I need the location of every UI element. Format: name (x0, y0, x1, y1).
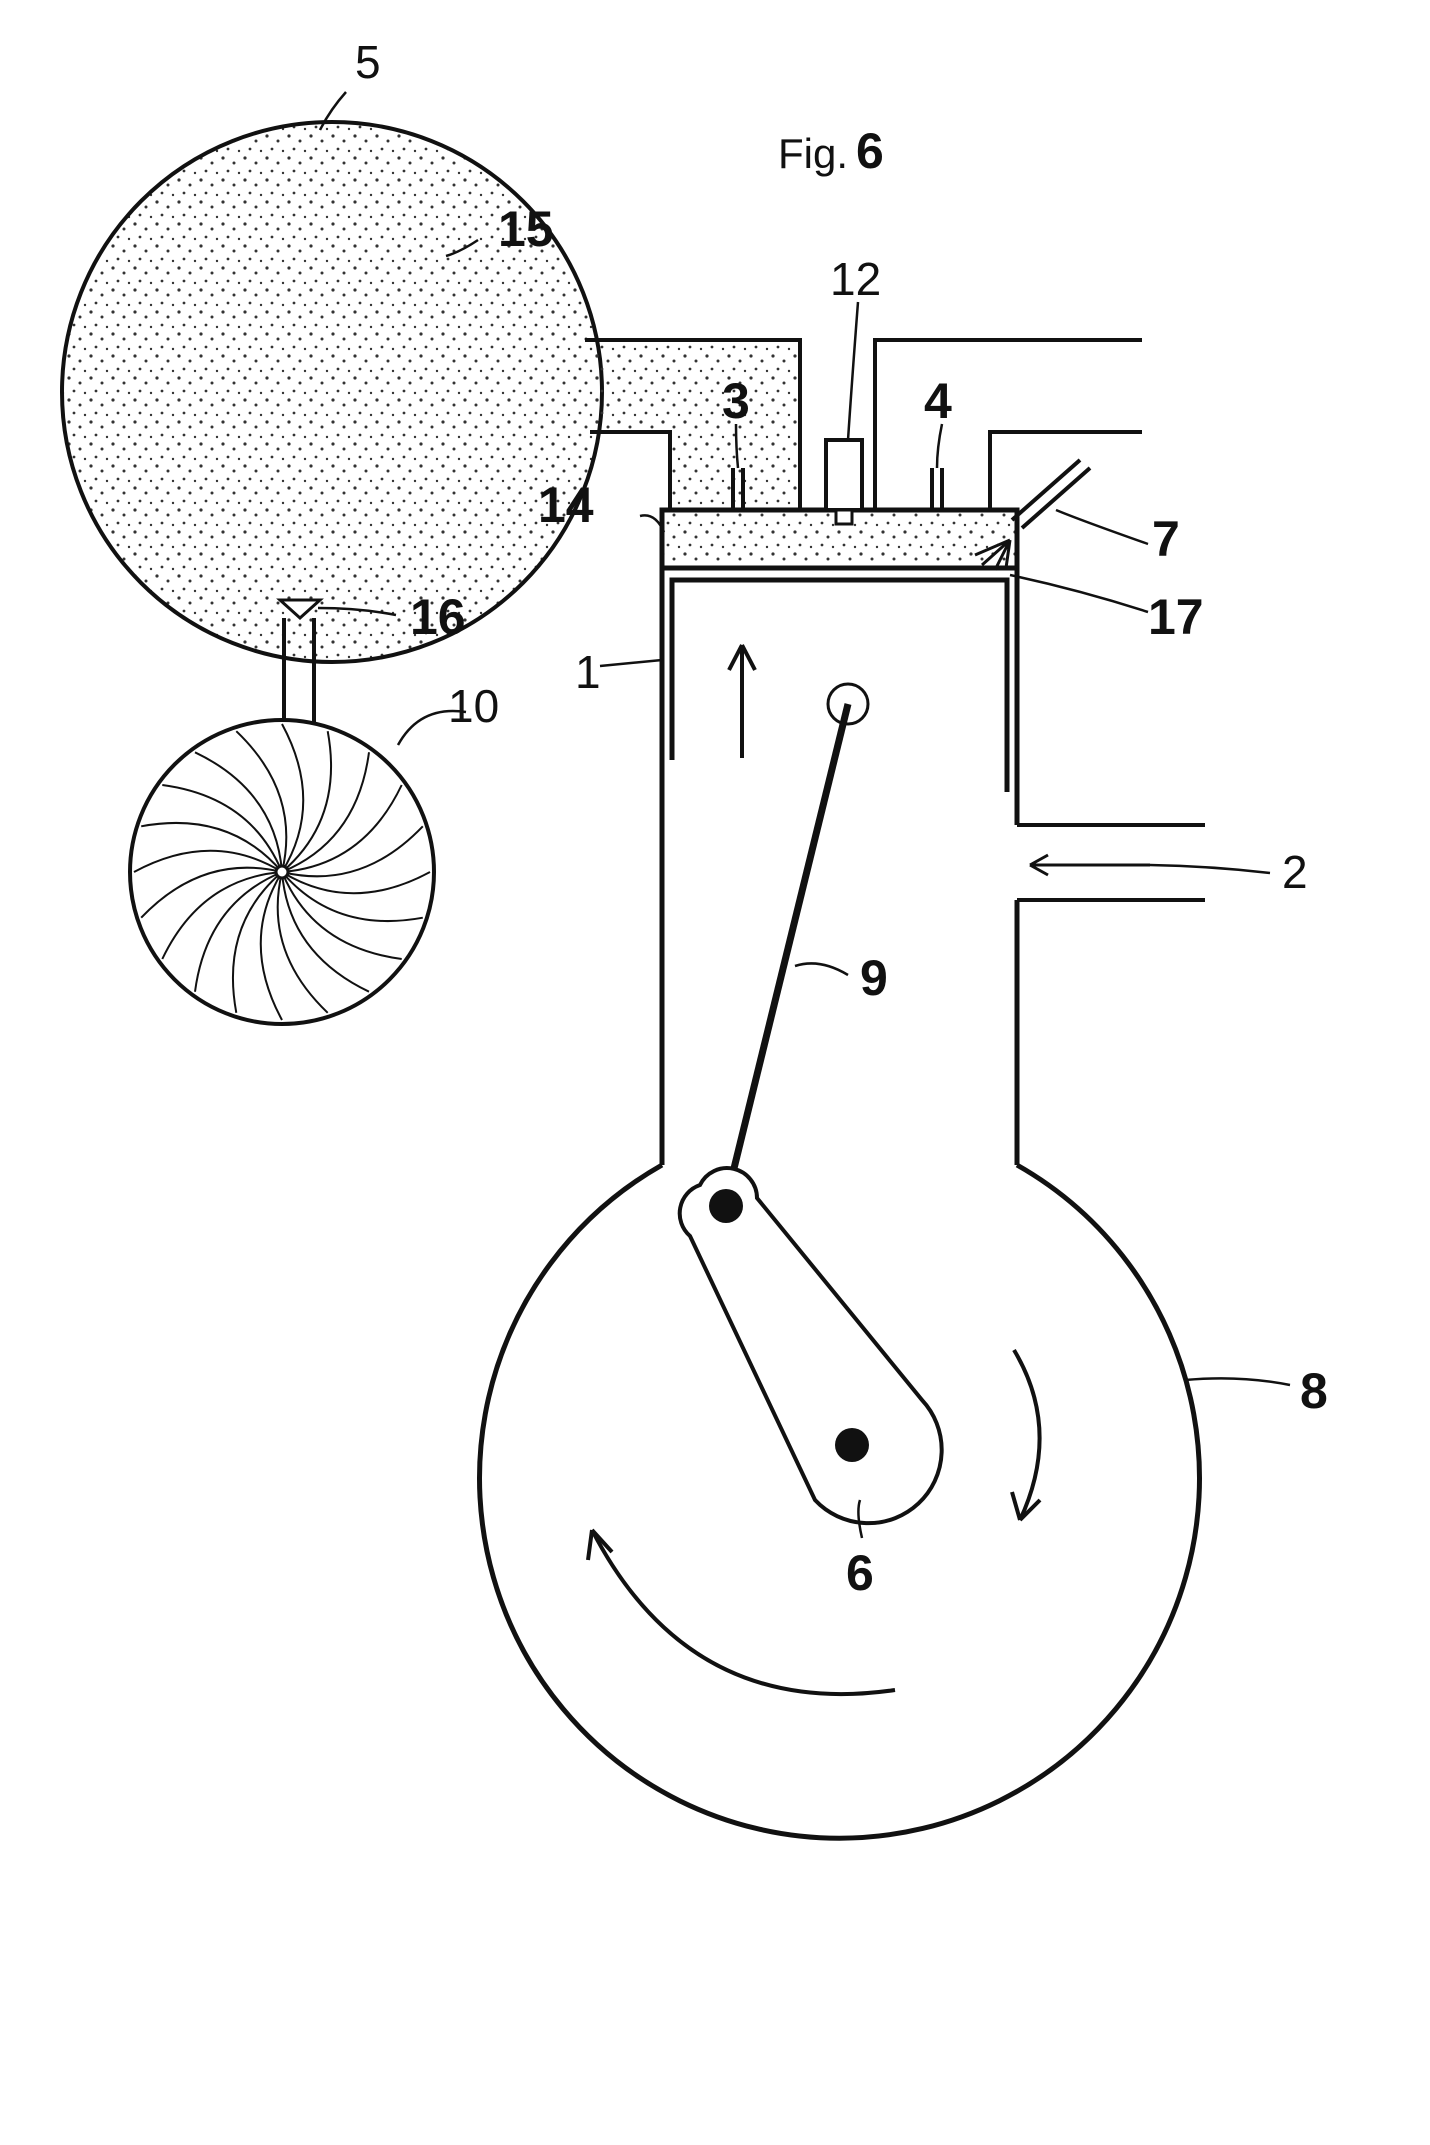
figure-title-prefix: Fig. (778, 130, 848, 177)
injector (824, 438, 864, 526)
label-6: 6 (846, 1545, 874, 1601)
turbine-blade (281, 752, 370, 873)
leader-4 (935, 423, 944, 469)
leader-3 (734, 423, 740, 469)
turbine-blade (281, 723, 305, 873)
exhaust-ducting (873, 338, 1142, 510)
leader-2 (1149, 863, 1271, 875)
piston (669, 577, 1010, 792)
label-4: 4 (924, 373, 952, 429)
label-1: 1 (575, 646, 601, 698)
leader-8 (1184, 1377, 1291, 1387)
label-10: 10 (448, 680, 499, 732)
turbine-blade (281, 871, 370, 993)
spark (974, 538, 1012, 571)
label-12: 12 (830, 253, 881, 305)
label-16: 16 (410, 589, 466, 645)
turbine-blade (194, 751, 283, 873)
leader-15 (445, 238, 479, 258)
turbine-blade (133, 849, 283, 873)
label-15: 15 (498, 201, 554, 257)
rotation-arrow-right (1010, 1348, 1042, 1522)
cylinder (659, 568, 1020, 1165)
turbine-blade (141, 821, 283, 873)
transfer-duct (585, 338, 802, 510)
leader-5 (318, 91, 347, 131)
turbine-feed-pipe (282, 618, 316, 728)
leader-17 (1009, 573, 1149, 614)
turbine (128, 718, 436, 1026)
turbine-blade (259, 871, 283, 1021)
turbine-blade (281, 871, 431, 895)
label-17: 17 (1148, 589, 1204, 645)
valve-4 (930, 468, 944, 510)
reference-labels: 5 15 12 3 4 14 7 17 16 10 1 2 9 8 6 (355, 36, 1328, 1601)
turbine-blade (235, 730, 288, 873)
turbine-blades (133, 723, 431, 1021)
leader-1 (599, 658, 663, 668)
spark-plug (1010, 458, 1092, 530)
leader-16 (317, 606, 397, 617)
leader-12 (846, 301, 860, 441)
connecting-rod (721, 703, 852, 1206)
leader-6 (857, 1499, 864, 1539)
crank-web (677, 1166, 944, 1526)
label-9: 9 (860, 950, 888, 1006)
label-14: 14 (538, 477, 594, 533)
turbine-blade (231, 871, 283, 1013)
leader-7 (1055, 508, 1149, 546)
turbine-blade (281, 871, 423, 923)
label-3: 3 (722, 373, 750, 429)
turbine-blade (281, 871, 402, 960)
piston-up-arrow (727, 644, 757, 758)
turbine-blade (194, 871, 283, 992)
label-7: 7 (1152, 511, 1180, 567)
valve-3 (731, 468, 745, 510)
intake-flow-arrow (1029, 853, 1150, 877)
rotation-arrow-left (586, 1528, 896, 1697)
turbine-blade (281, 731, 333, 873)
figure-title-number: 6 (856, 123, 884, 179)
turbine-blade (140, 866, 283, 919)
crankcase (477, 1162, 1202, 1841)
leader-10 (396, 709, 467, 746)
check-valve (276, 598, 324, 621)
leader-9 (794, 962, 849, 977)
turbine-blade (281, 825, 424, 878)
intake-port (1017, 823, 1205, 902)
label-5: 5 (355, 36, 381, 88)
leader-14 (639, 514, 666, 533)
figure-title: Fig. 6 (778, 123, 884, 179)
label-8: 8 (1300, 1363, 1328, 1419)
turbine-blade (162, 784, 283, 873)
leader-lines (317, 91, 1291, 1539)
turbine-blade (276, 871, 329, 1014)
label-2: 2 (1282, 846, 1308, 898)
turbine-blade (281, 784, 403, 873)
turbine-blade (161, 871, 283, 960)
